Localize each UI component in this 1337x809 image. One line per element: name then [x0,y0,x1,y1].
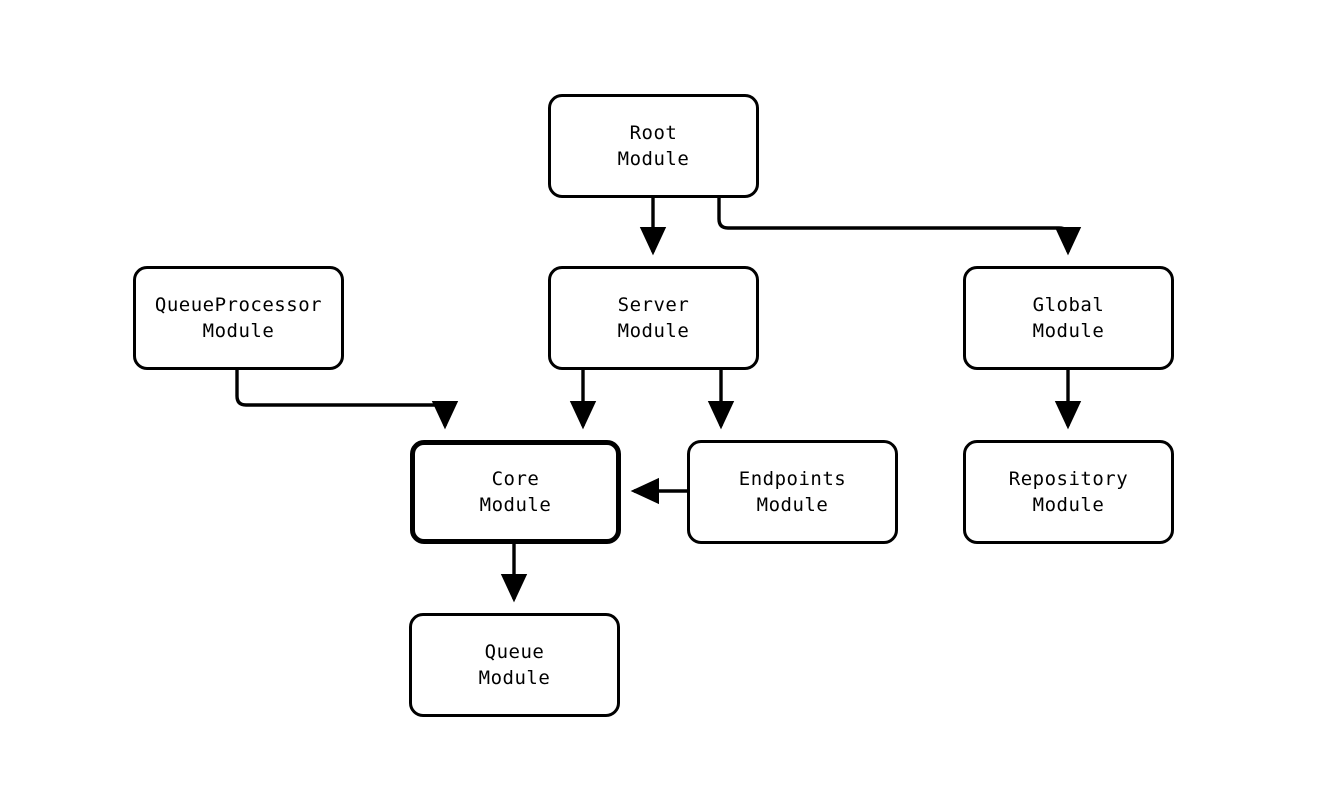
node-repository-module-line2: Module [1032,494,1105,516]
node-server-module-line2: Module [617,320,690,342]
node-core-module-line1: Core [491,467,540,490]
node-endpoints-module-line2: Module [756,494,829,516]
node-global-module-line1: Global [1032,293,1105,316]
edge-queueprocessor-core [235,370,459,430]
node-endpoints-module[interactable]: Endpoints Module [687,440,898,544]
node-queue-module[interactable]: Queue Module [409,613,620,717]
node-queue-module-line1: Queue [484,640,545,663]
node-queueprocessor-module-line1: QueueProcessor [154,293,323,316]
node-global-module[interactable]: Global Module [963,266,1174,370]
node-server-module-line1: Server [617,293,690,316]
node-server-module[interactable]: Server Module [548,266,759,370]
node-queue-module-line2: Module [478,667,551,689]
edge-root-global [717,198,1082,256]
node-endpoints-module-line1: Endpoints [738,467,847,490]
node-queueprocessor-module-line2: Module [202,320,275,342]
node-core-module-line2: Module [479,494,552,516]
node-root-module[interactable]: Root Module [548,94,759,198]
node-root-module-line2: Module [617,148,690,170]
node-global-module-line2: Module [1032,320,1105,342]
node-repository-module[interactable]: Repository Module [963,440,1174,544]
node-queueprocessor-module[interactable]: QueueProcessor Module [133,266,344,370]
node-repository-module-line1: Repository [1008,467,1129,490]
node-root-module-line1: Root [629,121,678,144]
node-core-module[interactable]: Core Module [410,440,621,544]
